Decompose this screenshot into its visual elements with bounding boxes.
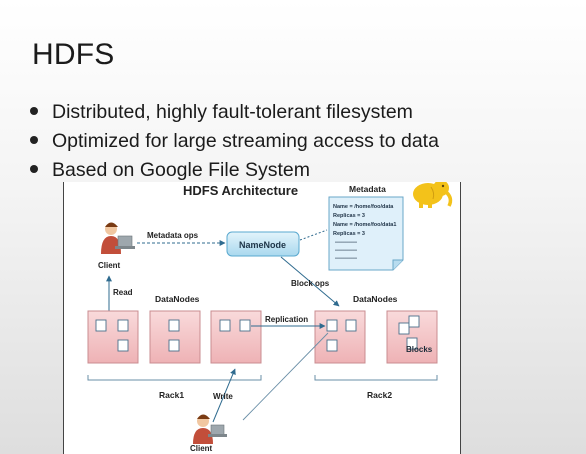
bullet-text: Optimized for large streaming access to … <box>52 130 439 152</box>
hadoop-elephant-icon <box>413 182 453 208</box>
block-icon <box>168 339 180 352</box>
replication-link-line <box>242 332 329 421</box>
write-label: Write <box>213 392 233 401</box>
datanode-box <box>149 310 201 364</box>
namenode-label: NameNode <box>239 240 286 250</box>
bullet-dot-icon <box>30 164 38 173</box>
client-top-label: Client <box>98 261 121 270</box>
rack2-bracket <box>314 375 438 381</box>
block-icon <box>345 319 357 332</box>
block-icon <box>326 339 338 352</box>
replication-label: Replication <box>265 315 308 324</box>
bullet-list: Distributed, highly fault-tolerant files… <box>30 98 439 185</box>
block-icon <box>408 315 420 328</box>
metadata-line: ----------- <box>335 256 357 262</box>
client-bottom-label: Client <box>190 444 213 453</box>
block-icon <box>117 319 129 332</box>
block-icon <box>239 319 251 332</box>
bullet-text: Distributed, highly fault-tolerant files… <box>52 101 413 123</box>
block-icon <box>117 339 129 352</box>
diagram-canvas: HDFS Architecture Metadata Name = /home/… <box>63 182 461 454</box>
client-top-icon <box>101 222 135 254</box>
bullet-dot-icon <box>30 135 38 144</box>
block-icon <box>168 319 180 332</box>
blocks-label: Blocks <box>406 345 433 354</box>
block-icon <box>398 322 410 335</box>
datanode-box <box>210 310 262 364</box>
block-ops-label: Block ops <box>291 279 330 288</box>
bullet-item: Based on Google File System <box>30 156 439 185</box>
block-icon <box>406 337 418 350</box>
namenode-metadata-link <box>299 229 328 241</box>
block-ops-arrow <box>280 256 340 307</box>
metadata-line: ----------- <box>335 248 357 254</box>
diagram-title: HDFS Architecture <box>183 183 298 198</box>
metadata-line: Replicas = 3 <box>333 213 365 219</box>
datanode-box <box>87 310 139 364</box>
client-bottom-icon <box>193 414 227 444</box>
metadata-line: Name = /home/foo/data <box>333 204 394 210</box>
write-arrow <box>212 368 236 423</box>
rack1-label: Rack1 <box>159 390 184 400</box>
metadata-title: Metadata <box>349 184 386 194</box>
metadata-line: ----------- <box>335 240 357 246</box>
block-icon <box>219 319 231 332</box>
namenode-box <box>226 231 300 257</box>
metadata-line: Replicas = 3 <box>333 231 365 237</box>
metadata-line: Name = /home/foo/data1 <box>333 222 396 228</box>
bullet-text: Based on Google File System <box>52 159 310 181</box>
bullet-item: Distributed, highly fault-tolerant files… <box>30 98 439 127</box>
read-label: Read <box>113 288 133 297</box>
datanodes-left-label: DataNodes <box>155 294 200 304</box>
slide-title: HDFS <box>32 38 115 71</box>
datanode-box <box>386 310 438 364</box>
metadata-note-fold <box>392 259 403 270</box>
block-icon <box>326 319 338 332</box>
rack2-label: Rack2 <box>367 390 392 400</box>
datanodes-right-label: DataNodes <box>353 294 398 304</box>
metadata-ops-label: Metadata ops <box>147 231 199 240</box>
datanode-box <box>314 310 366 364</box>
bullet-dot-icon <box>30 106 38 115</box>
rack1-bracket <box>87 375 262 381</box>
block-icon <box>95 319 107 332</box>
hdfs-architecture-diagram: HDFS Architecture Metadata Name = /home/… <box>63 182 461 454</box>
bullet-item: Optimized for large streaming access to … <box>30 127 439 156</box>
